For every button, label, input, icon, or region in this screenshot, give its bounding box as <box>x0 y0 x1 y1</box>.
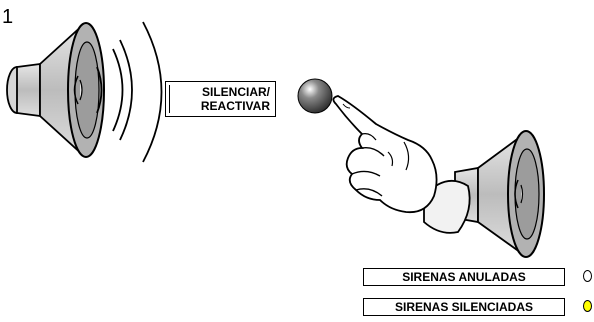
step-number: 1 <box>2 6 14 28</box>
pointing-hand-icon <box>332 95 471 234</box>
siren-sounding-body <box>6 21 163 163</box>
status-label: SIRENAS SILENCIADAS <box>363 298 565 316</box>
status-label: SIRENAS ANULADAS <box>363 268 565 286</box>
silence-reactivate-key-label: SILENCIAR/ REACTIVAR <box>165 81 276 117</box>
siren-silenced-icon <box>454 130 545 258</box>
key-label-line2: REACTIVAR <box>200 99 270 113</box>
push-button-icon <box>297 78 333 114</box>
led-off-indicator <box>583 270 592 282</box>
key-label-line1: SILENCIAR/ <box>201 85 270 99</box>
led-on-indicator <box>583 300 592 312</box>
